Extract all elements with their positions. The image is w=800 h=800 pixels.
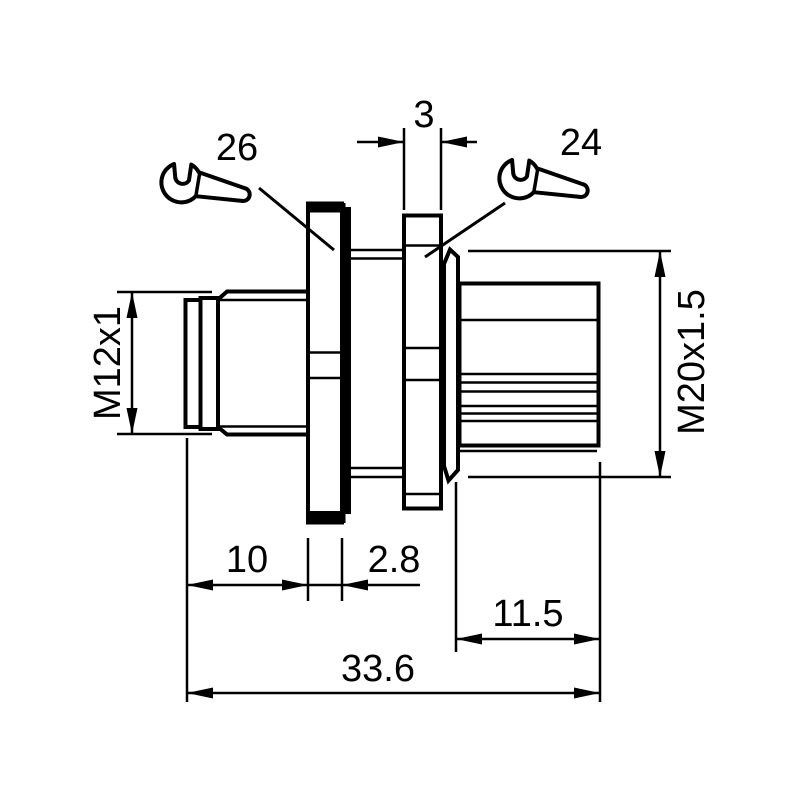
- dimension-m20-thread: M20x1.5: [468, 249, 713, 479]
- dimension-m12-thread: M12x1: [87, 290, 212, 436]
- arrowhead: [282, 579, 308, 591]
- arrowhead: [574, 633, 600, 645]
- arrowhead: [187, 687, 213, 699]
- hex-nut-24: [402, 213, 443, 511]
- leader-line-wrench-26: [258, 186, 335, 252]
- arrowhead: [574, 687, 600, 699]
- wrench-neck-line: [532, 169, 540, 193]
- arrowhead: [441, 136, 467, 148]
- wrench-24-symbol: 24: [497, 122, 602, 201]
- dimension-left-lengths: 10 2.8: [185, 438, 421, 702]
- dimension-right-length: 11.5: [454, 462, 602, 702]
- wrench-neck-line: [194, 173, 202, 197]
- m12-plug-ring: [198, 296, 220, 431]
- middle-cylinder: [351, 248, 404, 479]
- dimension-total-length: 33.6: [187, 648, 600, 699]
- arrowhead: [378, 136, 404, 148]
- dim-label-11-5: 11.5: [492, 593, 563, 635]
- leader-line-wrench-24: [424, 201, 506, 259]
- connector-profile: [183, 201, 601, 525]
- m20-body-outline: [457, 281, 601, 448]
- dim-label-2-8: 2.8: [368, 539, 421, 581]
- arrowhead: [654, 451, 666, 477]
- hex-nut-26-outline: [306, 201, 344, 525]
- nut-shadow-band: [342, 207, 351, 514]
- arrowhead: [187, 579, 213, 591]
- wrench-size-left-label: 26: [216, 127, 258, 169]
- wrench-26-symbol: 26: [159, 127, 258, 205]
- hex-nut-26: [306, 201, 351, 525]
- wrench-size-right-label: 24: [560, 122, 602, 164]
- arrowhead: [456, 633, 482, 645]
- m12-plug-tip: [183, 298, 203, 429]
- nut-facet-band: [307, 203, 346, 213]
- dimension-nut-right-thickness: 3: [357, 94, 477, 210]
- open-end-wrench-icon: [497, 157, 590, 201]
- open-end-wrench-icon: [159, 161, 252, 205]
- thread-spec-left-label: M12x1: [87, 306, 129, 420]
- nut-facet-band: [307, 511, 346, 523]
- arrowhead: [342, 579, 368, 591]
- dim-label-3: 3: [413, 94, 434, 136]
- arrowhead: [126, 292, 138, 318]
- hex-nut-24-outline: [402, 213, 443, 511]
- dim-label-33-6: 33.6: [341, 648, 415, 690]
- seal-ring: [442, 246, 460, 485]
- dim-label-10: 10: [226, 539, 268, 581]
- m20-thread-body: [457, 281, 601, 453]
- m12-thread-section: [216, 289, 310, 437]
- arrowhead: [654, 251, 666, 277]
- thread-spec-right-label: M20x1.5: [671, 289, 713, 435]
- arrowhead: [126, 408, 138, 434]
